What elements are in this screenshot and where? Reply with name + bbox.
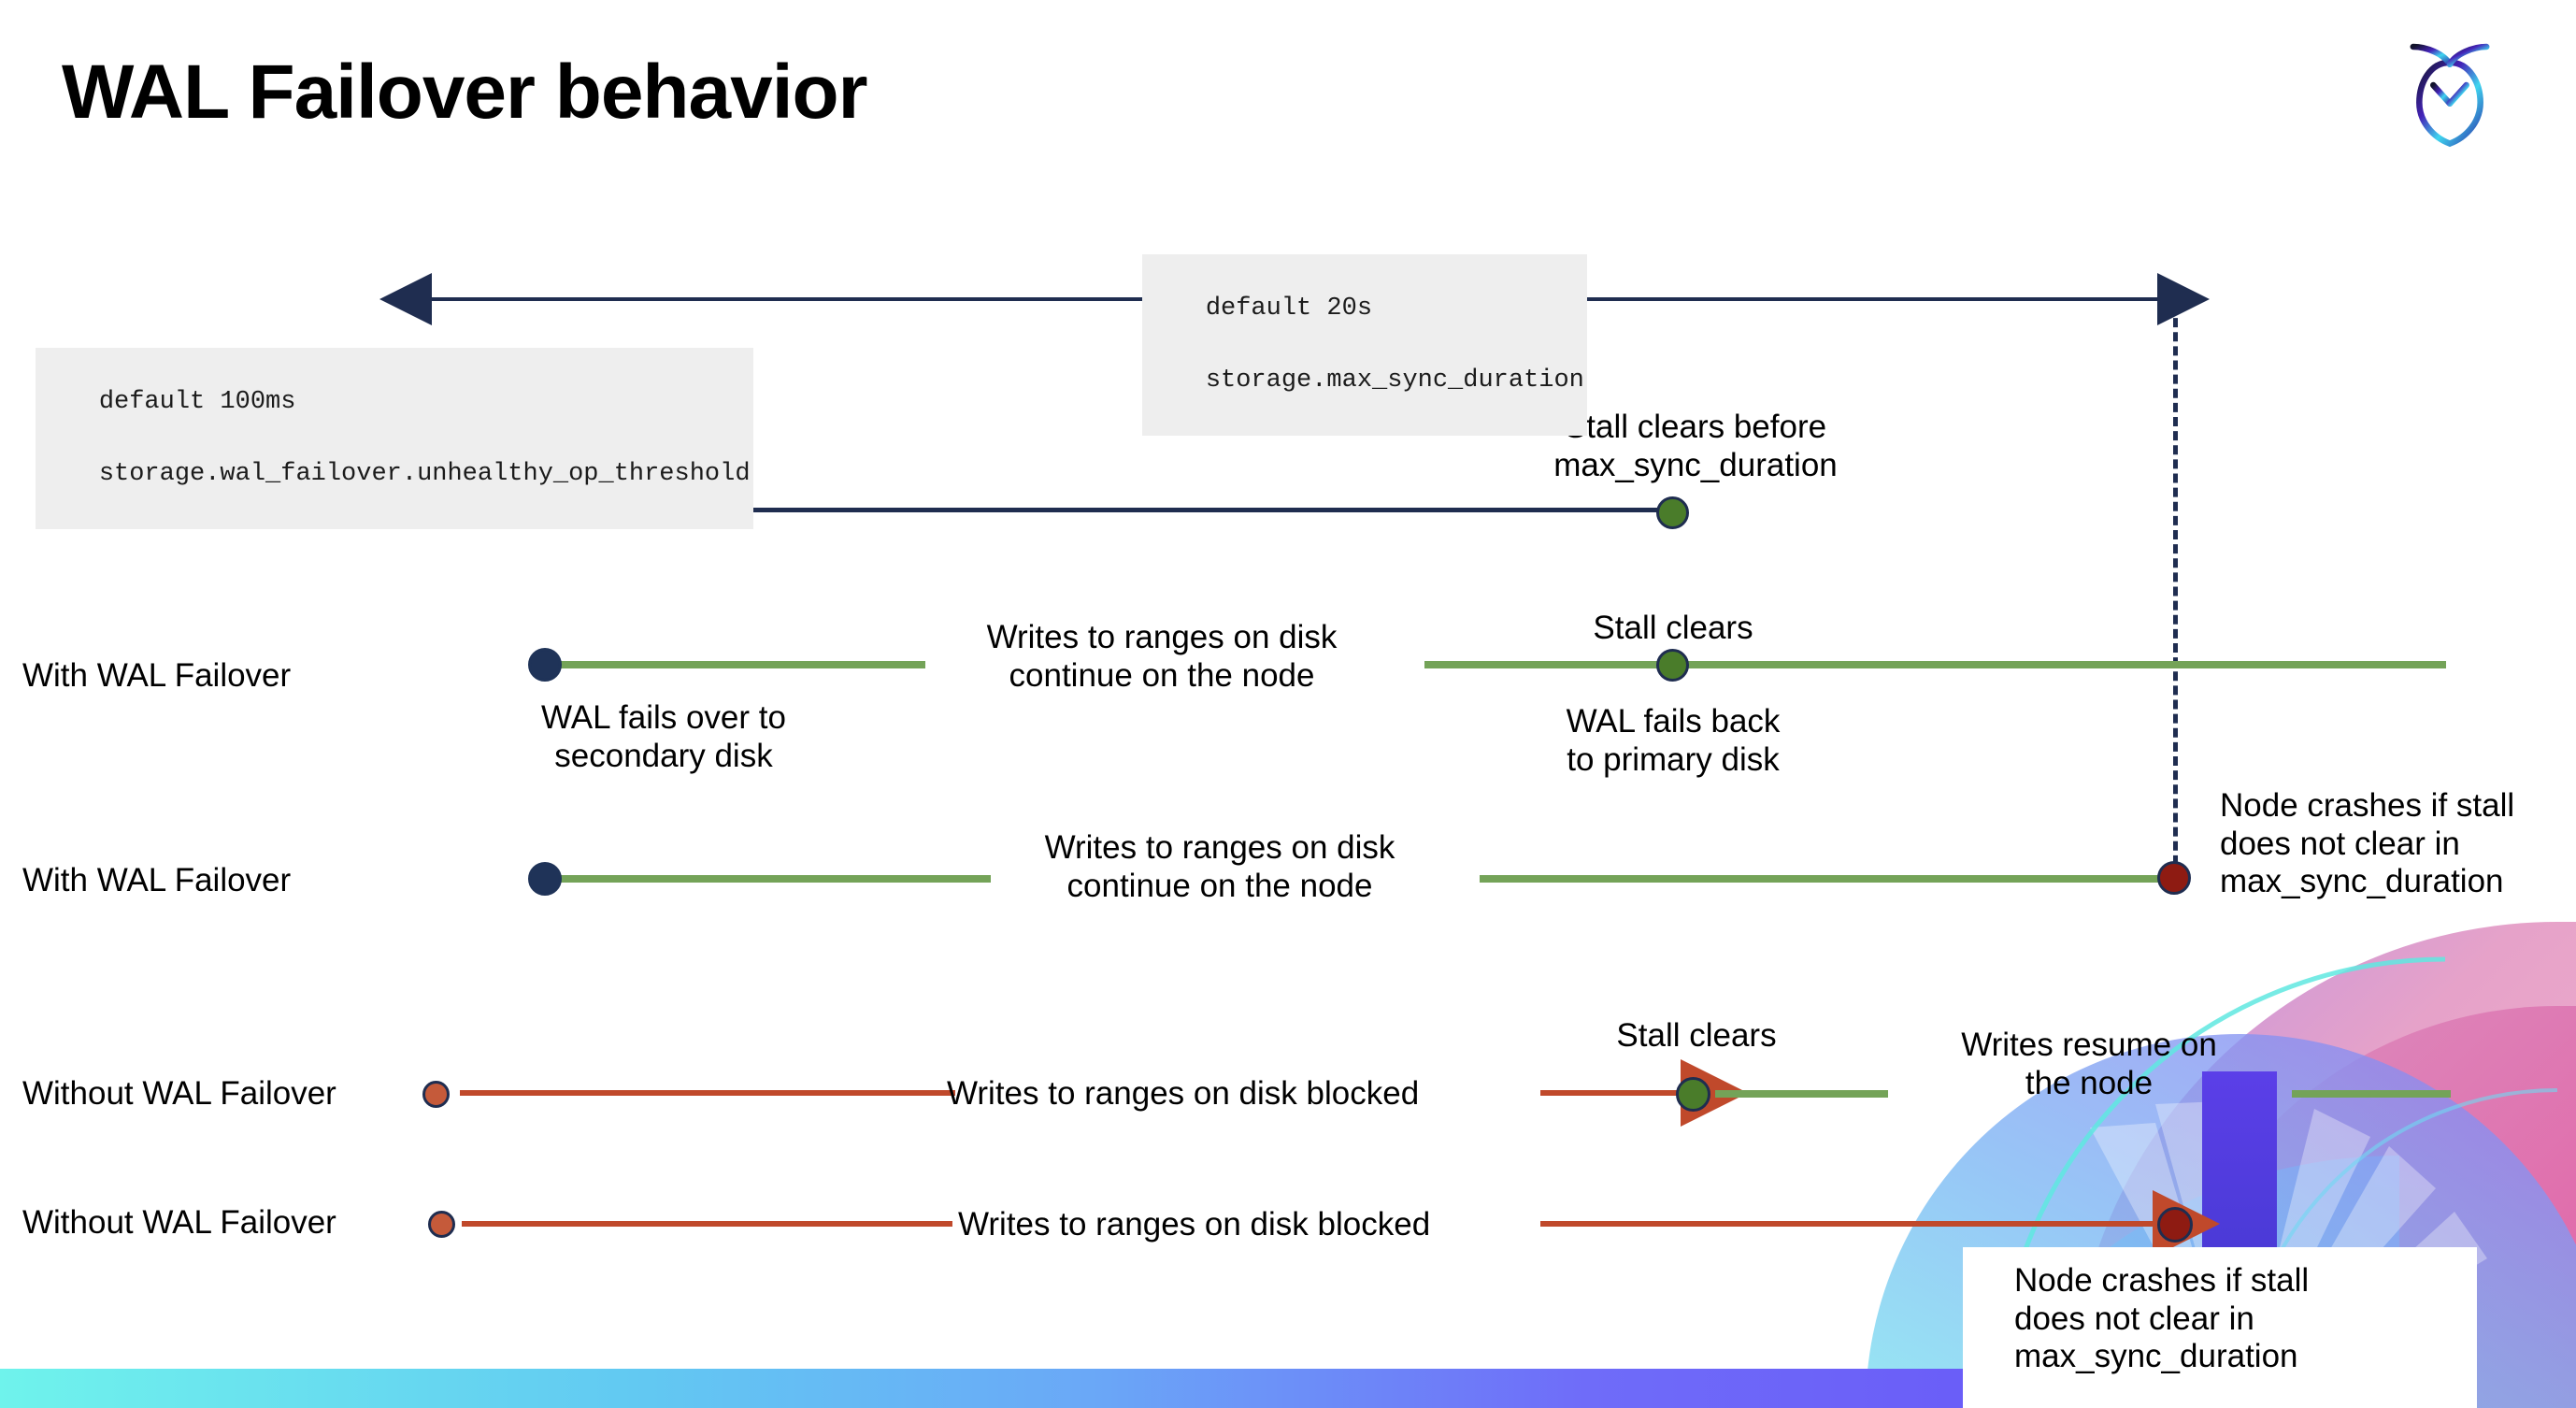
note-stall-clears-1: Stall clears	[1593, 610, 1753, 646]
note-writes-continue-1: Writes to ranges on disk continue on the…	[986, 619, 1338, 694]
without-wal-1-start-dot	[422, 1081, 450, 1108]
without-wal-2-start-dot	[428, 1211, 455, 1238]
without-wal-2-blocked-arrow	[1540, 1190, 2220, 1257]
note-writes-blocked-1: Writes to ranges on disk blocked	[947, 1075, 1420, 1112]
wal-failover-1-segment-right	[1424, 661, 2446, 668]
without-wal-1-segment-far-right	[2292, 1090, 2451, 1098]
note-writes-resume: Writes resume on the node	[1961, 1027, 2217, 1101]
without-wal-1-blocked-arrow	[1540, 1059, 1748, 1127]
page-title: WAL Failover behavior	[62, 50, 868, 135]
max-sync-duration-annotation: default 20s storage.max_sync_duration	[1142, 254, 1587, 436]
row-label-with-wal-failover-2: With WAL Failover	[22, 862, 292, 898]
note-node-crashes-2: Node crashes if stall does not clear in …	[2014, 1262, 2310, 1375]
wal-failover-1-clear-dot	[1656, 649, 1689, 682]
cockroachdb-logo-icon	[2410, 43, 2490, 148]
row-label-without-wal-failover-1: Without WAL Failover	[22, 1075, 336, 1112]
wal-failover-2-segment-right	[1480, 875, 2181, 883]
note-wal-fails-back: WAL fails back to primary disk	[1566, 703, 1781, 778]
max-sync-duration-dashed-guide	[2173, 304, 2178, 879]
wal-failover-1-start-dot	[528, 648, 562, 682]
wal-failover-2-start-dot	[528, 862, 562, 896]
disk-stalls-timeline	[435, 508, 1678, 512]
without-wal-2-segment-left	[462, 1221, 952, 1227]
row-label-without-wal-failover-2: Without WAL Failover	[22, 1204, 336, 1241]
note-writes-continue-2: Writes to ranges on disk continue on the…	[1044, 829, 1395, 904]
note-stall-clears-2: Stall clears	[1616, 1017, 1777, 1054]
note-writes-blocked-2: Writes to ranges on disk blocked	[958, 1206, 1431, 1243]
note-node-crashes-1: Node crashes if stall does not clear in …	[2220, 787, 2515, 900]
wal-failover-2-crash-dot	[2157, 861, 2191, 895]
max-sync-default-line: default 20s	[1205, 295, 1373, 323]
wal-failover-1-segment-left	[542, 661, 925, 668]
note-wal-fails-over: WAL fails over to secondary disk	[541, 699, 786, 774]
without-wal-1-segment-right	[1715, 1090, 1888, 1098]
without-wal-1-segment-left	[460, 1090, 955, 1096]
without-wal-2-crash-dot	[2157, 1207, 2193, 1243]
without-wal-1-clear-dot	[1676, 1077, 1710, 1112]
unhealthy-op-default-line: default 100ms	[98, 388, 296, 417]
row-label-with-wal-failover-1: With WAL Failover	[22, 657, 292, 694]
wal-failover-2-segment-left	[542, 875, 991, 883]
bottom-gradient-bar	[0, 1369, 1982, 1408]
unhealthy-op-threshold-annotation: default 100ms storage.wal_failover.unhea…	[36, 348, 753, 529]
max-sync-setting-line: storage.max_sync_duration	[1205, 366, 1584, 395]
disk-stalls-clear-dot	[1656, 496, 1689, 529]
unhealthy-op-setting-line: storage.wal_failover.unhealthy_op_thresh…	[98, 459, 751, 488]
